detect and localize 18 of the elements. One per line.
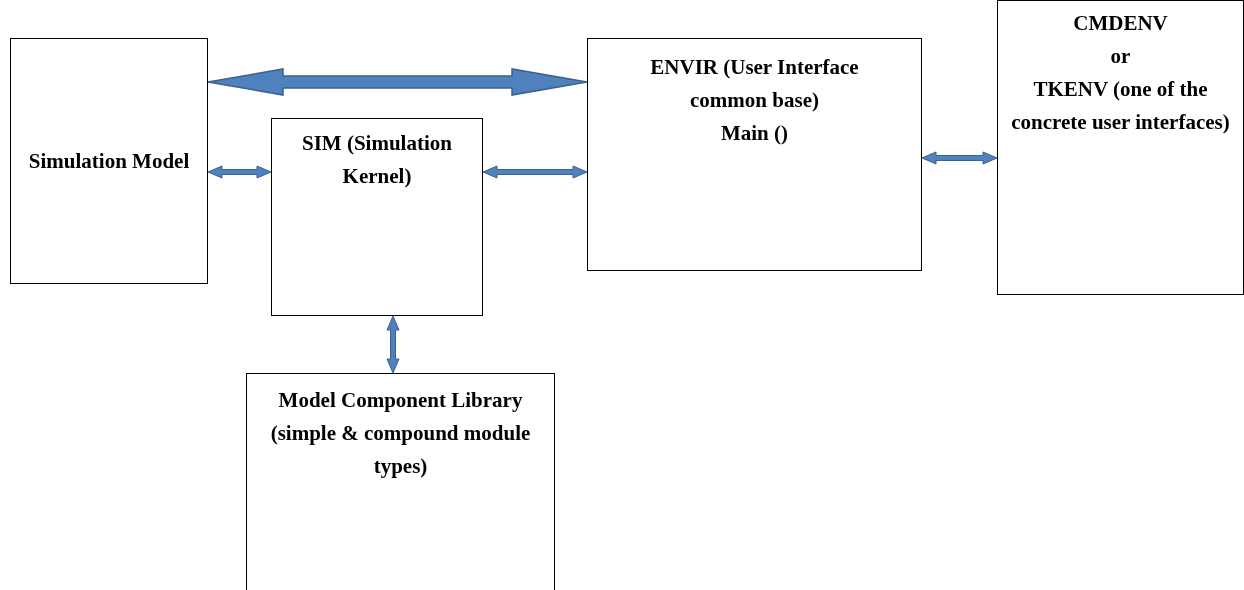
double-arrow xyxy=(482,165,588,179)
process-box xyxy=(10,38,208,284)
double-arrow xyxy=(207,68,588,96)
process-box xyxy=(246,373,555,590)
process-box xyxy=(997,0,1244,295)
process-box xyxy=(587,38,922,271)
process-box xyxy=(271,118,483,316)
double-arrow xyxy=(207,165,272,179)
double-arrow xyxy=(386,315,400,374)
box-text: TKENV (one of the concrete user interfaces) xyxy=(1010,76,1231,136)
box-text: Model Component Library (simple & compound module types) xyxy=(270,387,531,480)
double-arrow xyxy=(921,151,998,165)
box-text: CMDENV xyxy=(1073,10,1168,37)
box-text: ENVIR (User Interface common base) xyxy=(649,54,860,114)
box-text: Simulation Model xyxy=(28,147,190,175)
box-text: or xyxy=(1110,43,1131,70)
box-text: Main () xyxy=(720,120,789,147)
box-text: SIM (Simulation Kernel) xyxy=(302,130,452,190)
